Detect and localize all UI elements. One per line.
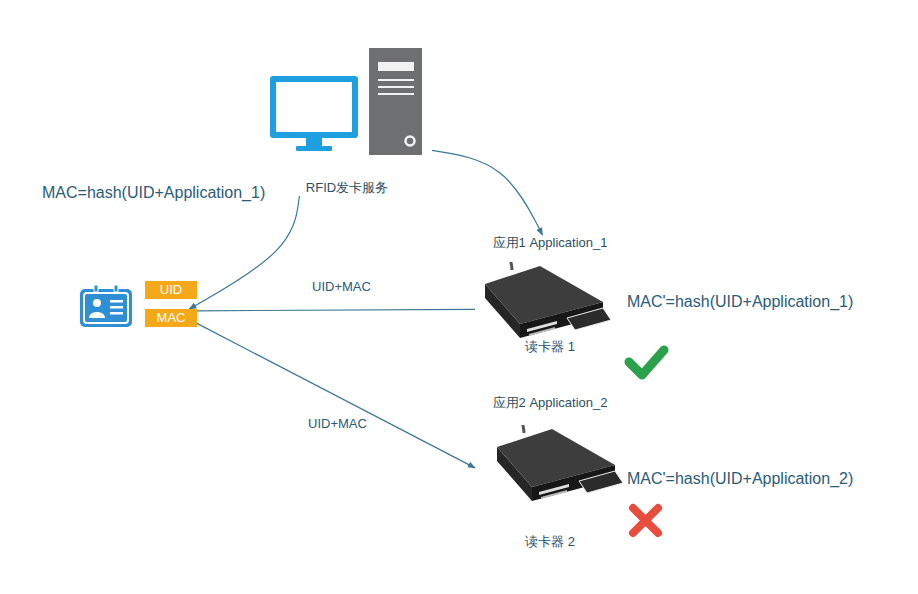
id-photo-body (89, 312, 105, 318)
tower-line (378, 79, 414, 81)
node-text: 应用2 Application_2 (489, 395, 612, 411)
card-field-box: UID (145, 281, 197, 299)
connector (432, 150, 543, 235)
card-field-box: MAC (145, 309, 197, 327)
server-node: RFID发卡服务 (262, 44, 432, 196)
node-text: 读卡器 2 (521, 534, 579, 550)
monitor-frame (270, 76, 358, 138)
check-mark (629, 350, 664, 375)
card-reader-1 (485, 262, 611, 338)
id-card-clip (94, 285, 98, 292)
monitor-screen (276, 82, 352, 132)
card-reader-2 (497, 425, 623, 501)
formula-label: MAC'=hash(UID+Application_1) (625, 292, 855, 312)
power-button (406, 137, 415, 146)
node-text: 应用1 Application_1 (489, 235, 612, 251)
tower-drive (378, 62, 414, 71)
monitor-neck (306, 138, 322, 146)
id-photo-head (93, 299, 101, 307)
id-card (80, 289, 132, 327)
connector (197, 309, 475, 310)
id-text-line (110, 300, 123, 303)
id-card-clip (114, 285, 118, 292)
edge-label: UID+MAC (310, 277, 373, 297)
reader-node: 应用2 Application_2 读卡器 2 (475, 395, 625, 550)
formula-label: MAC'=hash(UID+Application_2) (625, 469, 855, 489)
tower-line (378, 93, 414, 95)
node-text: MAC (153, 310, 190, 326)
reader-node: 应用1 Application_1 读卡器 1 (475, 235, 625, 355)
id-card-border (84, 293, 128, 323)
tower-line (378, 86, 414, 88)
cross-mark (633, 508, 658, 533)
connector (189, 196, 299, 309)
connector (197, 323, 475, 467)
node-text: RFID发卡服务 (302, 180, 392, 196)
edge-label: MAC=hash(UID+Application_1) (40, 183, 267, 203)
id-text-line (110, 312, 123, 315)
monitor-base (296, 146, 332, 151)
id-text-line (110, 306, 123, 309)
node-text: UID (156, 282, 186, 298)
edge-label: UID+MAC (306, 414, 369, 434)
pc-tower (369, 48, 422, 155)
node-text: 读卡器 1 (521, 339, 579, 355)
